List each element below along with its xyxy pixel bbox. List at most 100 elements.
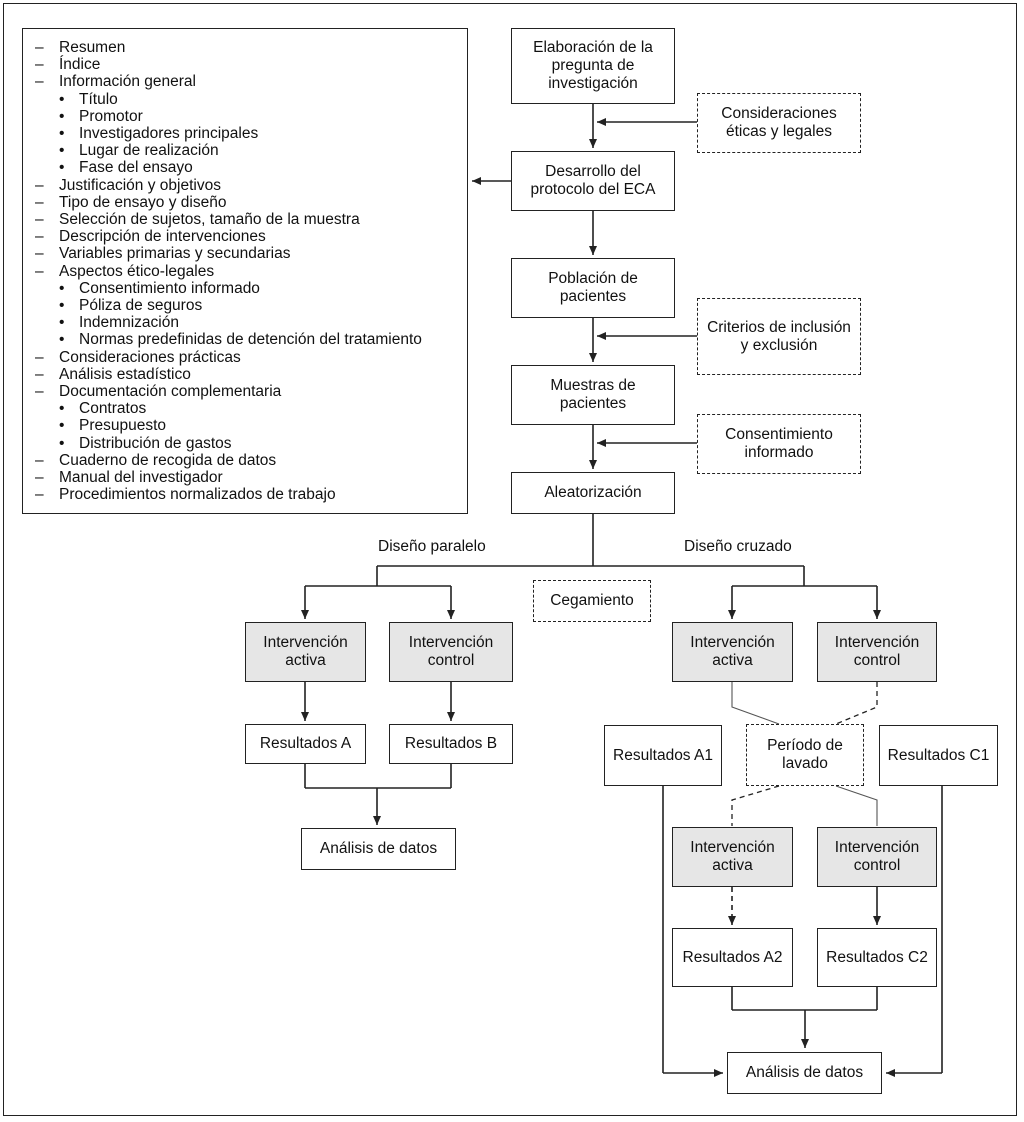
label-diseno-paralelo: Diseño paralelo: [378, 538, 486, 555]
node-muestras: Muestras de pacientes: [511, 365, 675, 425]
outline-subitem: • Lugar de realización: [33, 142, 467, 159]
node-resultados-c1: Resultados C1: [879, 725, 998, 786]
node-paralelo-int-activa: Intervención activa: [245, 622, 366, 682]
bullet-icon: •: [59, 142, 65, 160]
node-pregunta: Elaboración de la pregunta de investigac…: [511, 28, 675, 104]
outline-item-text: Procedimientos normalizados de trabajo: [59, 486, 336, 504]
outline-item: –Documentación complementaria: [33, 383, 467, 400]
outline-item-text: Manual del investigador: [59, 469, 223, 487]
outline-item-text: Información general: [59, 73, 196, 91]
protocol-outline-box: –Resumen–Índice–Información general•Títu…: [22, 28, 468, 514]
outline-item-text: Aspectos ético-legales: [59, 262, 215, 280]
node-resultados-b: Resultados B: [389, 724, 513, 764]
node-consentimiento: Consentimiento informado: [697, 414, 861, 474]
bullet-icon: •: [59, 331, 65, 349]
outline-subitem: • Título: [33, 91, 467, 108]
outline-item: –Cuaderno de recogida de datos: [33, 452, 467, 469]
outline-item: –Índice: [33, 56, 467, 73]
outline-item: –Resumen: [33, 39, 467, 56]
node-paralelo-int-control: Intervención control: [389, 622, 513, 682]
node-paralelo-analisis: Análisis de datos: [301, 828, 456, 870]
dash-icon: –: [35, 193, 44, 211]
label-diseno-cruzado: Diseño cruzado: [684, 538, 792, 555]
node-cruzado-analisis: Análisis de datos: [727, 1052, 882, 1094]
dash-icon: –: [35, 56, 44, 74]
dash-icon: –: [35, 262, 44, 280]
outline-item-text: Consentimiento informado: [79, 279, 260, 297]
outline-item-text: Lugar de realización: [79, 142, 219, 160]
outline-item-text: Descripción de intervenciones: [59, 228, 266, 246]
bullet-icon: •: [59, 297, 65, 315]
node-aleatorizacion: Aleatorización: [511, 472, 675, 514]
protocol-outline-list: –Resumen–Índice–Información general•Títu…: [33, 39, 467, 503]
outline-item-text: Normas predefinidas de detención del tra…: [79, 331, 422, 349]
outline-item-text: Consideraciones prácticas: [59, 348, 241, 366]
line-lavado-to-activa2: [731, 785, 780, 826]
outline-subitem: •Distribución de gastos: [33, 435, 467, 452]
outline-item-text: Póliza de seguros: [79, 297, 203, 315]
dash-icon: –: [35, 176, 44, 194]
dash-icon: –: [35, 211, 44, 229]
outline-item: –Tipo de ensayo y diseño: [33, 194, 467, 211]
dash-icon: –: [35, 245, 44, 263]
outline-item-text: Documentación complementaria: [59, 383, 282, 401]
bullet-icon: •: [59, 107, 65, 125]
line-lavado-to-control2: [835, 785, 878, 826]
node-cegamiento: Cegamiento: [533, 580, 651, 622]
outline-subitem: • Indemnización: [33, 314, 467, 331]
outline-item-text: Análisis estadístico: [59, 365, 191, 383]
outline-item-text: Cuaderno de recogida de datos: [59, 451, 277, 469]
outline-subitem: •Promotor: [33, 108, 467, 125]
node-resultados-a2: Resultados A2: [672, 928, 793, 987]
outline-item: –Análisis estadístico: [33, 366, 467, 383]
outline-item: –Variables primarias y secundarias: [33, 245, 467, 262]
bullet-icon: •: [59, 125, 65, 143]
node-cruzado-int-activa-2: Intervención activa: [672, 827, 793, 887]
outline-item-text: Índice: [59, 56, 101, 74]
outline-subitem: •Investigadores principales: [33, 125, 467, 142]
outline-item: –Manual del investigador: [33, 469, 467, 486]
outline-item: –Información general: [33, 73, 467, 90]
outline-item: –Aspectos ético-legales: [33, 263, 467, 280]
outline-item-text: Selección de sujetos, tamaño de la muest…: [59, 211, 360, 229]
node-resultados-a: Resultados A: [245, 724, 366, 764]
node-cruzado-int-control-2: Intervención control: [817, 827, 937, 887]
dash-icon: –: [35, 469, 44, 487]
node-cruzado-int-activa-1: Intervención activa: [672, 622, 793, 682]
bullet-icon: •: [59, 90, 65, 108]
outline-item-text: Variables primarias y secundarias: [59, 245, 291, 263]
bullet-icon: •: [59, 314, 65, 332]
outline-item-text: Justificación y objetivos: [59, 176, 221, 194]
node-poblacion: Población de pacientes: [511, 258, 675, 318]
bullet-icon: •: [59, 400, 65, 418]
figure-frame: [3, 3, 1017, 1116]
bullet-icon: •: [59, 159, 65, 177]
bullet-icon: •: [59, 279, 65, 297]
outline-item-text: Fase del ensayo: [79, 159, 193, 177]
node-cruzado-int-control-1: Intervención control: [817, 622, 937, 682]
line-control1-to-lavado: [835, 682, 878, 725]
bullet-icon: •: [59, 434, 65, 452]
dash-icon: –: [35, 383, 44, 401]
outline-item-text: Título: [79, 90, 118, 108]
node-protocolo: Desarrollo del protocolo del ECA: [511, 151, 675, 211]
outline-item: –Descripción de intervenciones: [33, 228, 467, 245]
outline-item: –Justificación y objetivos: [33, 177, 467, 194]
outline-subitem: • Normas predefinidas de detención del tr…: [33, 331, 467, 348]
dash-icon: –: [35, 451, 44, 469]
dash-icon: –: [35, 365, 44, 383]
outline-item: –Selección de sujetos, tamaño de la mues…: [33, 211, 467, 228]
bullet-icon: •: [59, 417, 65, 435]
outline-subitem: • Póliza de seguros: [33, 297, 467, 314]
node-criterios: Criterios de inclusión y exclusión: [697, 298, 861, 375]
line-activa1-to-resA1-path: [731, 682, 780, 725]
dash-icon: –: [35, 228, 44, 246]
dash-icon: –: [35, 73, 44, 91]
outline-item-text: Indemnización: [79, 314, 179, 332]
node-resultados-c2: Resultados C2: [817, 928, 937, 987]
outline-item-text: Presupuesto: [79, 417, 167, 435]
outline-subitem: • Consentimiento informado: [33, 280, 467, 297]
outline-item-text: Resumen: [59, 39, 126, 56]
outline-subitem: •Contratos: [33, 400, 467, 417]
